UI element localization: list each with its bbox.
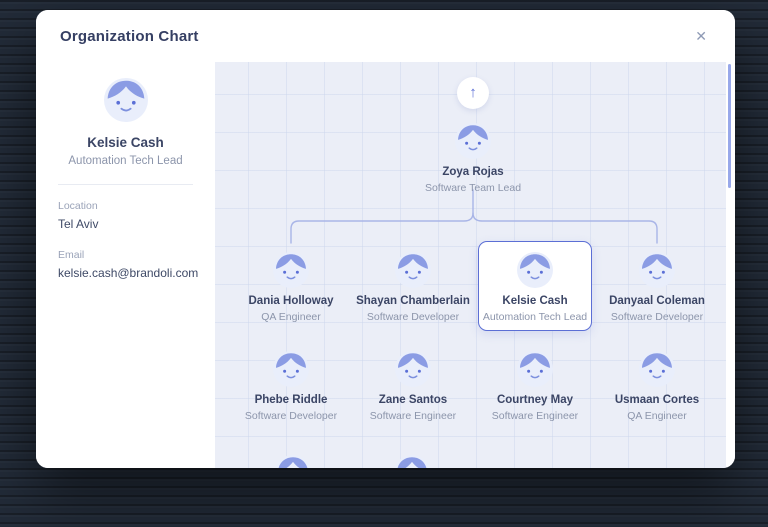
node-role: Software Engineer [369,410,457,422]
node-name: Zoya Rojas [442,166,504,178]
org-node-zane-santos[interactable]: Zane Santos Software Engineer [348,351,478,422]
person-avatar-icon [275,455,311,468]
org-chart-modal: Organization Chart ✕ Kelsie Cash Automat… [36,10,735,468]
node-role: Software Developer [366,311,460,323]
location-label: Location [58,200,98,212]
node-name: Usmaan Cortes [614,394,700,406]
person-avatar-icon [639,252,675,288]
org-node-kelsie-cash-selected[interactable]: Kelsie Cash Automation Tech Lead [478,241,592,331]
chart-scrollbar [726,62,735,468]
node-role: Automation Tech Lead [482,311,588,323]
person-avatar-icon [395,252,431,288]
node-name: Kelsie Cash [502,295,568,307]
email-value: kelsie.cash@brandoli.com [58,266,199,280]
profile-sidebar: Kelsie Cash Automation Tech Lead Locatio… [36,62,215,468]
org-node-phebe-riddle[interactable]: Phebe Riddle Software Developer [226,351,356,422]
node-name: Courtney May [496,394,574,406]
org-node-zoya-rojas[interactable]: Zoya Rojas Software Team Lead [408,123,538,194]
up-arrow-icon: ↑ [469,84,477,101]
person-avatar-icon [395,351,431,387]
person-avatar-icon [394,455,430,468]
node-role: QA Engineer [627,410,687,422]
person-avatar-icon [517,351,553,387]
person-avatar-icon [455,123,491,159]
connector-lines [290,189,658,244]
org-node-usmaan-cortes[interactable]: Usmaan Cortes QA Engineer [592,351,722,422]
profile-name: Kelsie Cash [87,135,164,150]
person-avatar-icon [273,351,309,387]
node-role: Software Developer [244,410,338,422]
scroll-up-button[interactable]: ↑ [457,77,489,109]
org-node-dania-holloway[interactable]: Dania Holloway QA Engineer [226,252,356,323]
node-role: QA Engineer [261,311,321,323]
email-label: Email [58,249,85,261]
profile-role: Automation Tech Lead [68,155,183,167]
person-avatar-icon [517,252,553,288]
close-icon[interactable]: ✕ [691,25,711,47]
node-name: Dania Holloway [248,295,334,307]
node-name: Shayan Chamberlain [356,295,470,307]
person-avatar-icon [639,351,675,387]
org-node-shayan-chamberlain[interactable]: Shayan Chamberlain Software Developer [348,252,478,323]
location-value: Tel Aviv [58,217,99,231]
person-avatar-icon [273,252,309,288]
org-chart-canvas: ↑ Zoya Rojas Software Team Lead Dania Ho… [215,62,726,468]
modal-body: Kelsie Cash Automation Tech Lead Locatio… [36,62,735,468]
node-name: Phebe Riddle [254,394,328,406]
node-role: Software Team Lead [424,182,522,194]
node-role: Software Engineer [491,410,579,422]
scrollbar-thumb[interactable] [728,64,731,188]
sidebar-divider [58,184,193,185]
org-node-courtney-may[interactable]: Courtney May Software Engineer [470,351,600,422]
modal-title: Organization Chart [60,27,199,45]
org-node-danyaal-coleman[interactable]: Danyaal Coleman Software Developer [592,252,722,323]
node-role: Software Developer [610,311,704,323]
modal-header: Organization Chart ✕ [36,10,735,62]
profile-avatar [104,78,148,122]
node-name: Danyaal Coleman [609,295,705,307]
node-name: Zane Santos [378,394,448,406]
